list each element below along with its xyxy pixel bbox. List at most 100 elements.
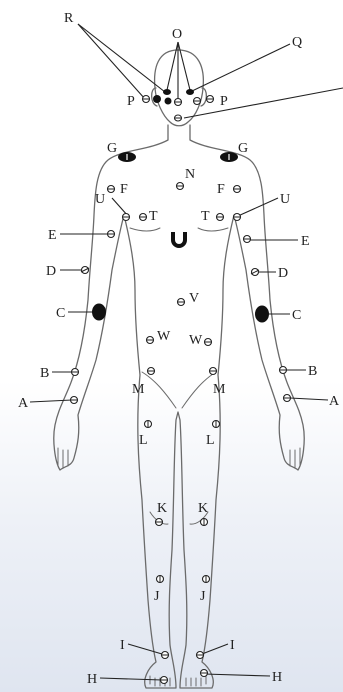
leader-o-3	[178, 42, 190, 90]
point-d-right	[251, 269, 259, 276]
leader-i-right	[202, 644, 228, 654]
point-r-mid	[165, 98, 172, 105]
label-u-left: U	[95, 192, 105, 207]
label-d-left: D	[46, 264, 56, 279]
label-v: V	[189, 291, 199, 306]
label-j-left: J	[154, 589, 160, 604]
label-j-right: J	[200, 589, 206, 604]
point-l-right	[213, 420, 220, 428]
point-o-center	[174, 99, 182, 106]
point-a-right	[283, 395, 291, 402]
point-i-left	[161, 652, 169, 659]
label-g-left: G	[107, 141, 117, 156]
label-w-right: W	[189, 333, 203, 348]
point-h-left	[160, 677, 168, 684]
label-f-left: F	[120, 182, 128, 197]
point-v	[177, 299, 185, 306]
point-p-left	[142, 96, 150, 103]
label-k-left: K	[157, 501, 167, 516]
point-a-left	[70, 397, 78, 404]
right-toes	[186, 676, 206, 686]
point-e-left	[107, 231, 115, 238]
left-groin-line	[142, 372, 176, 408]
point-o-right	[186, 89, 194, 95]
point-j-right	[203, 575, 210, 583]
label-m-right: M	[213, 382, 226, 397]
label-l-left: L	[139, 433, 148, 448]
leader-h-left	[100, 678, 162, 680]
label-f-right: F	[217, 182, 225, 197]
left-chest-line	[130, 228, 160, 231]
navel-u-marker	[173, 232, 185, 246]
label-e-right: E	[301, 234, 310, 249]
label-h-right: H	[272, 670, 282, 685]
point-l-left	[145, 420, 152, 428]
leader-unlabeled	[184, 88, 343, 118]
point-c-left	[92, 304, 106, 321]
point-c-right	[255, 306, 269, 323]
label-a-right: A	[329, 394, 340, 409]
point-k-right	[201, 518, 208, 526]
label-l-right: L	[206, 433, 215, 448]
head-outline	[155, 50, 204, 126]
point-i-right	[196, 652, 204, 659]
leader-h-right	[204, 674, 270, 676]
point-o-left	[163, 89, 171, 95]
label-c-left: C	[56, 306, 65, 321]
body-outline	[54, 50, 304, 688]
point-m-left	[147, 368, 155, 375]
point-r-left	[153, 95, 161, 103]
label-g-right: G	[238, 141, 248, 156]
label-p-left: P	[127, 94, 135, 109]
point-b-right	[279, 367, 287, 374]
label-t-left: T	[149, 209, 158, 224]
label-i-left: I	[120, 638, 125, 653]
left-fingers	[58, 448, 68, 468]
point-u-left	[122, 214, 130, 221]
point-g-right	[220, 152, 238, 162]
label-c-right: C	[292, 308, 301, 323]
point-markers	[70, 89, 291, 684]
label-q: Q	[292, 35, 302, 50]
body-silhouette	[54, 125, 304, 688]
point-b-left	[71, 369, 79, 376]
label-p-right: P	[220, 94, 228, 109]
right-groin-line	[182, 372, 216, 408]
point-h-right	[200, 670, 208, 677]
point-t-right	[216, 214, 224, 221]
right-fingers	[290, 448, 300, 468]
label-r: R	[64, 11, 74, 26]
leader-q	[190, 44, 290, 92]
label-t-right: T	[201, 209, 210, 224]
point-d-left	[81, 267, 89, 274]
leader-i-left	[128, 644, 162, 654]
point-e-right	[243, 236, 251, 243]
point-w-left	[146, 337, 154, 344]
label-m-left: M	[132, 382, 145, 397]
label-e-left: E	[48, 228, 57, 243]
point-p-right	[206, 96, 214, 103]
point-g-left	[118, 152, 136, 162]
point-n	[176, 183, 184, 190]
point-w-right	[204, 339, 212, 346]
letter-labels: R O Q P P G G N F F U U T T E E D D V C …	[18, 11, 340, 687]
leader-r-1	[78, 24, 145, 99]
leader-a-right	[290, 398, 328, 400]
leader-o-1	[167, 42, 178, 90]
point-t-left	[139, 214, 147, 221]
leader-u-right	[238, 198, 278, 216]
label-h-left: H	[87, 672, 97, 687]
label-b-left: B	[40, 366, 49, 381]
label-n: N	[185, 167, 195, 182]
label-i-right: I	[230, 638, 235, 653]
point-j-left	[157, 575, 164, 583]
label-a-left: A	[18, 396, 29, 411]
point-u-right	[233, 214, 241, 221]
point-f-right	[233, 186, 241, 193]
point-f-left	[107, 186, 115, 193]
label-u-right: U	[280, 192, 290, 207]
label-k-right: K	[198, 501, 208, 516]
point-k-left	[155, 519, 163, 526]
